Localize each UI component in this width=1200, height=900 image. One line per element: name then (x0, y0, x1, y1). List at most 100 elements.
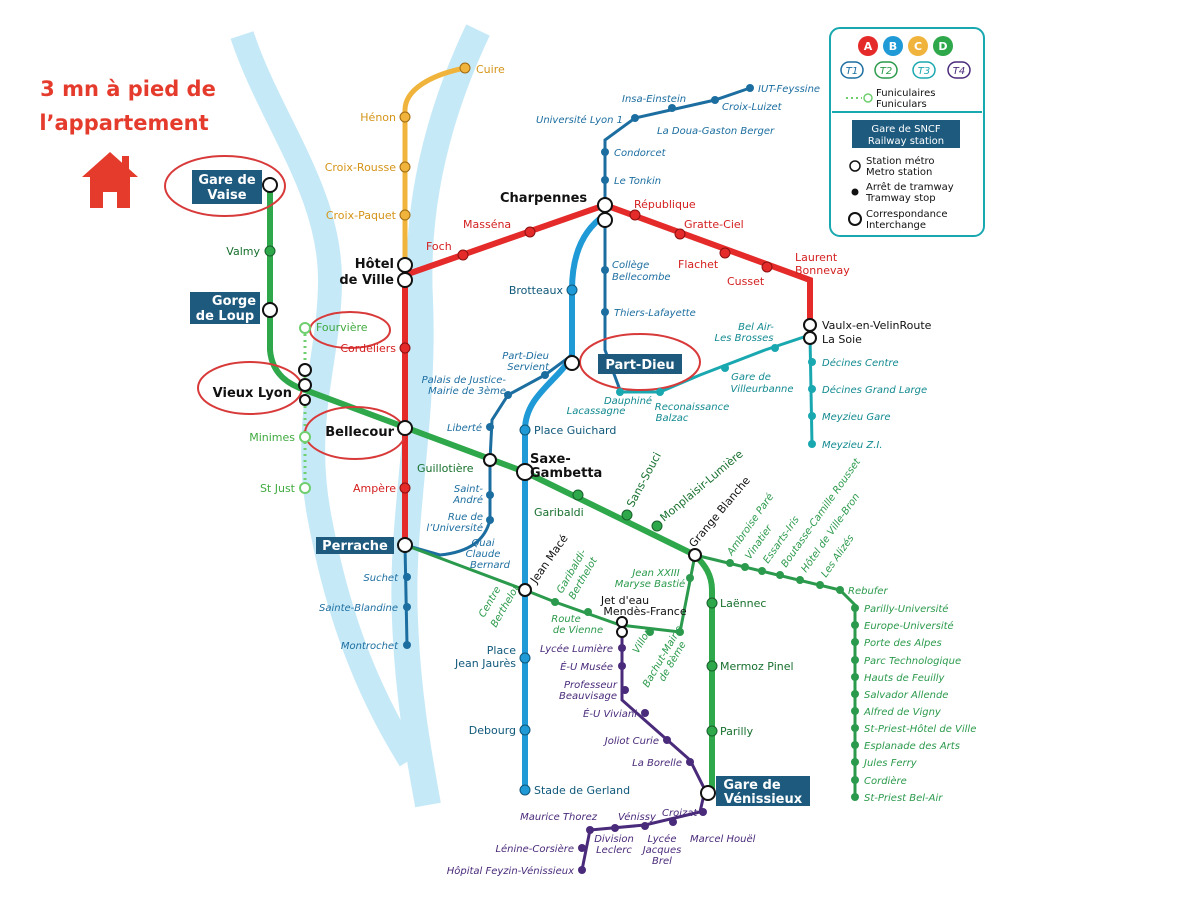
legend-metro-a-icon (858, 36, 878, 56)
label-venissy: Vénissy (618, 811, 657, 823)
label-rebufer: Rebufer (848, 586, 888, 597)
label-sainte-blandine: Sainte-Blandine (319, 603, 398, 614)
label-europe-universite: Europe-Université (864, 620, 954, 632)
label-rue-univ-2: l’Université (426, 522, 483, 534)
legend-metro-station-fr: Station métro (866, 155, 935, 167)
label-jules-ferry: Jules Ferry (862, 758, 918, 769)
label-cusset: Cusset (727, 275, 765, 288)
rhone-river (391, 24, 490, 808)
legend-metro-c: C (914, 40, 922, 53)
label-st-priest-bel-air: St-Priest Bel-Air (864, 793, 943, 804)
label-lycee-jb-3: Brel (652, 856, 672, 867)
tram-line-t4 (580, 625, 707, 871)
label-villon: Villon (631, 626, 654, 655)
tram-stops-t4 (578, 644, 707, 874)
legend-metro-b-icon (883, 36, 903, 56)
legend-tram-t2-icon (874, 61, 898, 79)
highlight-part-dieu (579, 333, 701, 391)
label-montrochet: Montrochet (341, 641, 399, 652)
label-mermoz: Mermoz Pinel (720, 660, 794, 673)
legend-railway-fr: Gare de SNCF (871, 124, 941, 135)
label-garibaldi: Garibaldi (534, 506, 584, 519)
label-la-borelle: La Borelle (632, 758, 682, 769)
label-croizat: Croizat (662, 808, 698, 819)
label-college-2: Bellecombe (612, 272, 671, 283)
label-part-dieu-servient-2: Servient (507, 362, 550, 373)
label-hotel-de-ville-2: de Ville (339, 273, 394, 288)
label-college-1: Collège (612, 259, 649, 271)
legend-tram-stop-en: Tramway stop (865, 193, 936, 204)
label-henon: Hénon (360, 111, 396, 124)
label-reconaissance-2: Balzac (656, 413, 689, 424)
gare-de-venissieux-box: Gare de Vénissieux (716, 776, 810, 807)
annotation-line-2: l’appartement (39, 111, 208, 135)
label-route-vienne-1: Route (551, 614, 580, 625)
legend-tram-t4: T4 (953, 66, 965, 77)
label-hopital-feyzin: Hôpital Feyzin-Vénissieux (447, 865, 574, 877)
legend-railway-box (852, 120, 960, 148)
label-liberte: Liberté (447, 422, 482, 434)
label-joliot-curie: Joliot Curie (603, 736, 659, 747)
label-lycee-jb-2: Jacques (641, 845, 682, 856)
funicular-stations (299, 322, 311, 494)
label-gare-de-vaise-1: Gare de (198, 173, 256, 188)
label-parilly: Parilly (720, 725, 754, 738)
legend-metro-station-en: Metro station (866, 167, 932, 178)
legend-interchange-icon (848, 212, 862, 226)
label-palais-2: Mairie de 3ème (428, 385, 506, 397)
label-insa-einstein: Insa-Einstein (622, 94, 686, 105)
label-gare-venissieux-2: Vénissieux (724, 792, 803, 807)
label-iut-feyssine: IUT-Feyssine (758, 84, 820, 95)
label-hotel-de-ville-1: Hôtel (355, 257, 394, 272)
legend-funicular-icon (863, 93, 873, 103)
legend-metro-station-icon (849, 160, 861, 172)
label-part-dieu-servient-1: Part-Dieu (502, 351, 549, 362)
legend-tram-t3: T3 (918, 66, 930, 77)
label-eu-musee: É-U Musée (560, 660, 613, 673)
label-croix-luizet: Croix-Luizet (722, 102, 783, 113)
label-suchet: Suchet (363, 573, 399, 584)
label-fourviere: Fourvière (316, 321, 368, 334)
label-gare-villeurbanne-1: Gare de (731, 372, 771, 383)
label-gorge-2: de Loup (196, 309, 254, 324)
label-dauphine-1: Dauphiné (604, 395, 652, 407)
legend-funicular-fr: Funiculaires (876, 88, 935, 99)
interchange-stations (262, 177, 817, 801)
label-massena: Masséna (463, 218, 511, 231)
label-cordeliers: Cordeliers (340, 342, 396, 355)
legend-metro-b: B (889, 40, 897, 53)
legend-tram-stop-fr: Arrêt de tramway (866, 181, 954, 193)
legend-interchange-en: Interchange (866, 220, 926, 231)
label-jet-deau-2: Mendès-France (603, 605, 686, 618)
label-la-doua: La Doua-Gaston Berger (657, 126, 775, 137)
label-meyzieu-zi: Meyzieu Z.I. (822, 440, 883, 451)
label-valmy: Valmy (226, 245, 260, 258)
label-croix-paquet: Croix-Paquet (326, 209, 397, 222)
label-ampere: Ampère (353, 482, 396, 495)
metro-stops (264, 62, 773, 796)
label-gare-villeurbanne-2: Villeurbanne (730, 384, 793, 395)
label-saint-andre-1: Saint- (454, 484, 484, 495)
label-jean-xxiii-1: Jean XXIII (630, 568, 679, 579)
perrache-box: Perrache (316, 537, 394, 554)
label-esplanade: Esplanade des Arts (864, 741, 960, 752)
label-thiers: Thiers-Lafayette (614, 308, 696, 319)
label-eu-viviani: É-U Viviani (583, 707, 637, 720)
label-division-1: Division (594, 834, 634, 845)
label-cuire: Cuire (476, 63, 505, 76)
label-gare-venissieux-1: Gare de (723, 778, 781, 793)
label-rue-univ-1: Rue de (448, 512, 483, 523)
label-vaulx-1: Vaulx-en-VelinRoute (822, 319, 932, 332)
label-professeur-2: Beauvisage (559, 691, 617, 702)
label-part-dieu: Part-Dieu (605, 358, 674, 373)
label-gratte-ciel: Gratte-Ciel (684, 218, 744, 231)
legend-interchange-fr: Correspondance (866, 209, 948, 220)
legend-metro-c-icon (908, 36, 928, 56)
legend-tram-stop-icon (851, 188, 859, 196)
legend-funicular-en: Funiculars (876, 99, 927, 110)
label-lycee-jb-1: Lycée (648, 833, 677, 845)
legend-metro-d-icon (933, 36, 953, 56)
gorge-de-loup-box: Gorge de Loup (190, 292, 260, 324)
legend: A B C D T1 T2 T3 T4 Funiculaires Funicul… (829, 27, 985, 237)
